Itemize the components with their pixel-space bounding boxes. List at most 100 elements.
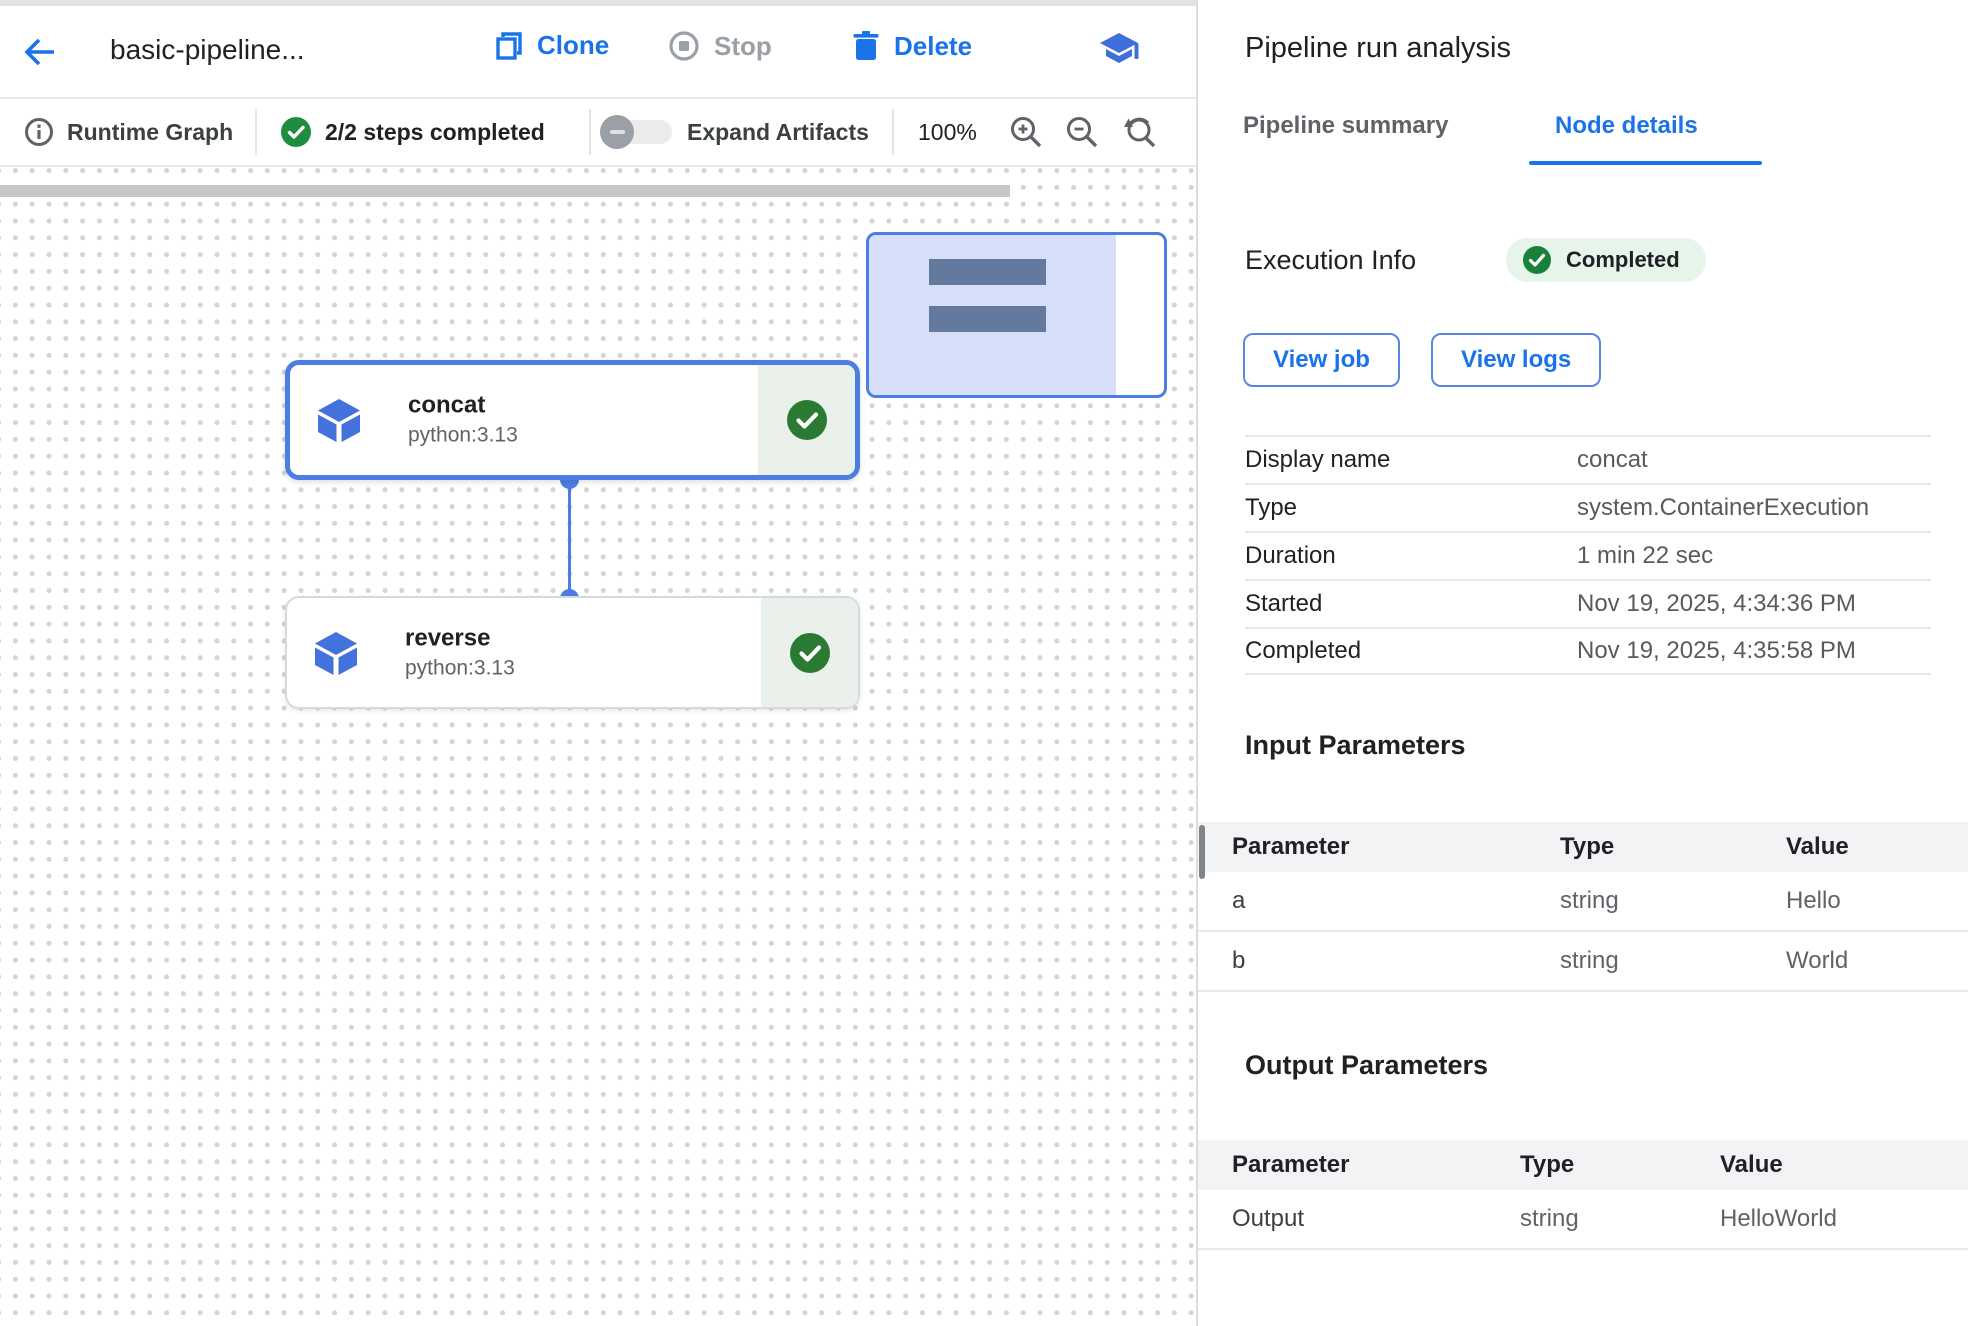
view-job-button[interactable]: View job xyxy=(1243,333,1400,387)
detail-row: Type system.ContainerExecution xyxy=(1245,483,1931,531)
detail-value: 1 min 22 sec xyxy=(1577,542,1714,569)
column-header: Value xyxy=(1786,833,1849,860)
table-row: a string Hello xyxy=(1198,872,1968,932)
column-header: Type xyxy=(1520,1151,1575,1178)
column-header: Parameter xyxy=(1232,1151,1350,1178)
zoom-in-button[interactable] xyxy=(1008,99,1044,165)
steps-status-label: 2/2 steps completed xyxy=(325,118,545,145)
param-name: a xyxy=(1232,887,1246,914)
node-image: python:3.13 xyxy=(408,424,518,448)
expand-artifacts-control: Expand Artifacts xyxy=(600,99,869,165)
detail-row: Completed Nov 19, 2025, 4:35:58 PM xyxy=(1245,627,1931,675)
clone-label: Clone xyxy=(537,30,610,60)
zoom-level-value: 100% xyxy=(918,118,977,145)
input-parameters-table: Parameter Type Value a string Hello b st… xyxy=(1198,822,1968,992)
node-image: python:3.13 xyxy=(405,656,515,680)
graph-canvas[interactable]: concat python:3.13 reverse python:3.13 xyxy=(0,167,1196,1326)
param-type: string xyxy=(1560,947,1619,974)
table-row: b string World xyxy=(1198,932,1968,992)
graph-minimap[interactable] xyxy=(866,232,1167,398)
horizontal-scrollbar[interactable] xyxy=(0,185,1010,197)
detail-row: Started Nov 19, 2025, 4:34:36 PM xyxy=(1245,579,1931,627)
stop-button[interactable]: Stop xyxy=(668,30,772,62)
arrow-back-icon xyxy=(24,38,54,66)
analysis-panel: Pipeline run analysis Pipeline summary N… xyxy=(1198,0,1968,1326)
zoom-out-button[interactable] xyxy=(1064,99,1100,165)
tab-pipeline-summary[interactable]: Pipeline summary xyxy=(1243,112,1449,139)
zoom-level: 100% xyxy=(918,99,977,165)
param-type: string xyxy=(1560,887,1619,914)
detail-value: Nov 19, 2025, 4:35:58 PM xyxy=(1577,637,1856,664)
detail-value: system.ContainerExecution xyxy=(1577,494,1870,521)
stop-label: Stop xyxy=(714,30,772,61)
panel-title: Pipeline run analysis xyxy=(1245,32,1511,64)
school-icon xyxy=(1100,33,1139,63)
detail-value: concat xyxy=(1577,446,1648,473)
tab-node-details[interactable]: Node details xyxy=(1555,112,1698,139)
component-cube-icon xyxy=(318,399,360,442)
param-value: Hello xyxy=(1786,887,1841,914)
param-name: Output xyxy=(1232,1205,1305,1232)
column-header: Value xyxy=(1720,1151,1783,1178)
info-icon[interactable] xyxy=(24,117,54,147)
check-circle-icon xyxy=(1523,246,1551,274)
vertical-scrollbar-thumb[interactable] xyxy=(1199,825,1205,879)
node-text: reverse python:3.13 xyxy=(405,622,515,683)
expand-artifacts-toggle[interactable] xyxy=(600,115,674,149)
table-header-row: Parameter Type Value xyxy=(1198,1140,1968,1190)
param-name: b xyxy=(1232,947,1246,974)
node-status-completed xyxy=(758,365,855,475)
output-parameters-heading: Output Parameters xyxy=(1245,1050,1489,1080)
check-circle-icon xyxy=(789,632,830,673)
detail-value: Nov 19, 2025, 4:34:36 PM xyxy=(1577,590,1856,617)
view-logs-button[interactable]: View logs xyxy=(1431,333,1602,387)
check-circle-icon xyxy=(281,117,311,147)
param-value: World xyxy=(1786,947,1849,974)
learning-resources-button[interactable] xyxy=(1098,30,1142,72)
output-parameters-table: Parameter Type Value Output string Hello… xyxy=(1198,1140,1968,1250)
graph-node-concat[interactable]: concat python:3.13 xyxy=(285,360,860,480)
node-text: concat python:3.13 xyxy=(408,390,518,451)
top-bar-divider xyxy=(0,97,1968,99)
zoom-reset-button[interactable] xyxy=(1120,99,1158,165)
minimap-node-bar xyxy=(929,306,1046,332)
check-circle-icon xyxy=(786,400,827,440)
active-tab-underline xyxy=(1529,161,1762,165)
pipeline-run-title: basic-pipeline... xyxy=(110,34,305,65)
clone-icon xyxy=(496,31,522,60)
column-header: Type xyxy=(1560,833,1615,860)
view-mode: Runtime Graph xyxy=(24,99,233,165)
detail-row: Duration 1 min 22 sec xyxy=(1245,531,1931,579)
view-mode-label: Runtime Graph xyxy=(67,118,234,145)
node-name: concat xyxy=(408,391,486,419)
steps-status: 2/2 steps completed xyxy=(280,99,545,165)
toggle-knob xyxy=(600,115,634,149)
minimap-node-bar xyxy=(929,259,1046,285)
table-header-row: Parameter Type Value xyxy=(1198,822,1968,879)
detail-label: Type xyxy=(1245,494,1298,521)
detail-row: Display name concat xyxy=(1245,435,1931,483)
toggle-off-dash xyxy=(609,130,625,134)
detail-label: Started xyxy=(1245,590,1323,617)
back-button[interactable] xyxy=(20,32,60,72)
detail-label: Completed xyxy=(1245,637,1362,664)
graph-toolbar: Runtime Graph 2/2 steps completed Expand… xyxy=(0,99,1196,165)
node-name: reverse xyxy=(405,624,491,652)
toolbar-separator xyxy=(892,109,894,155)
status-badge-label: Completed xyxy=(1566,247,1680,272)
execution-info-heading: Execution Info xyxy=(1245,245,1417,275)
component-cube-icon xyxy=(315,631,357,675)
clone-button[interactable]: Clone xyxy=(495,30,609,61)
zoom-out-icon xyxy=(1067,117,1098,148)
status-badge: Completed xyxy=(1506,238,1706,282)
graph-node-reverse[interactable]: reverse python:3.13 xyxy=(285,596,860,709)
stop-icon xyxy=(669,31,699,61)
delete-button[interactable]: Delete xyxy=(852,30,972,62)
column-header: Parameter xyxy=(1232,833,1350,860)
zoom-in-icon xyxy=(1011,117,1042,148)
expand-artifacts-label: Expand Artifacts xyxy=(687,118,869,145)
trash-icon xyxy=(853,31,879,60)
toolbar-separator xyxy=(589,109,591,155)
node-status-completed xyxy=(761,598,858,707)
zoom-reset-icon xyxy=(1124,117,1156,148)
